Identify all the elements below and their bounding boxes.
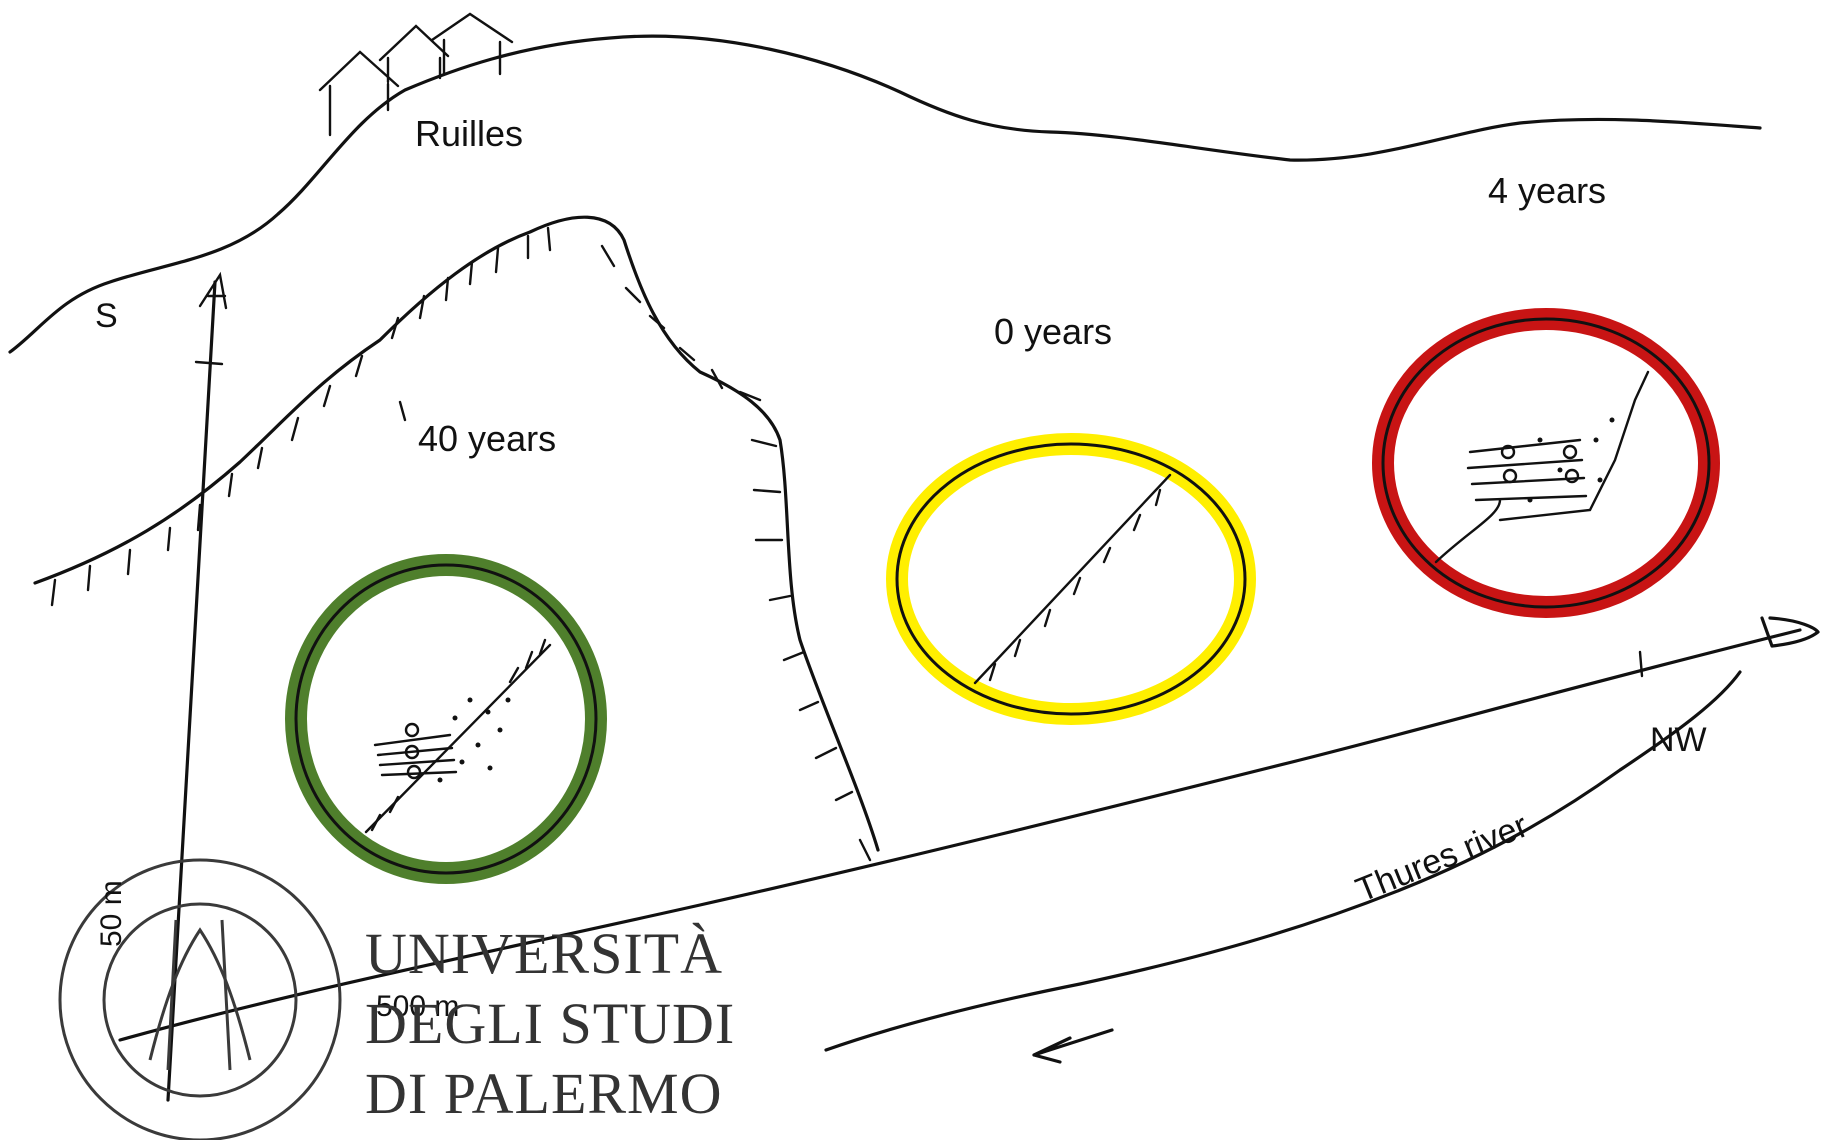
site-age-0: 0 years xyxy=(994,311,1112,353)
tick-upper xyxy=(196,362,222,364)
scale-vertical-label: 50 m xyxy=(95,880,129,947)
northwest-label: NW xyxy=(1650,721,1707,760)
site-40-years-ring xyxy=(296,565,596,873)
south-label: S xyxy=(95,297,118,336)
front-ridge-line xyxy=(35,217,878,850)
university-name-line2: DEGLI STUDI xyxy=(365,990,735,1057)
river-flow-arrow xyxy=(1034,1030,1112,1062)
tick-center xyxy=(860,840,870,860)
village-label: Ruilles xyxy=(415,113,523,155)
site-age-4: 4 years xyxy=(1488,170,1606,212)
river-bank-line xyxy=(826,672,1740,1050)
tick-right xyxy=(1640,652,1642,676)
university-name-line1: UNIVERSITÀ xyxy=(365,920,723,987)
site-40-years-detail xyxy=(296,402,596,873)
site-40-years-dots xyxy=(438,698,511,783)
site-age-40: 40 years xyxy=(418,418,556,460)
university-name-line3: DI PALERMO xyxy=(365,1060,723,1127)
